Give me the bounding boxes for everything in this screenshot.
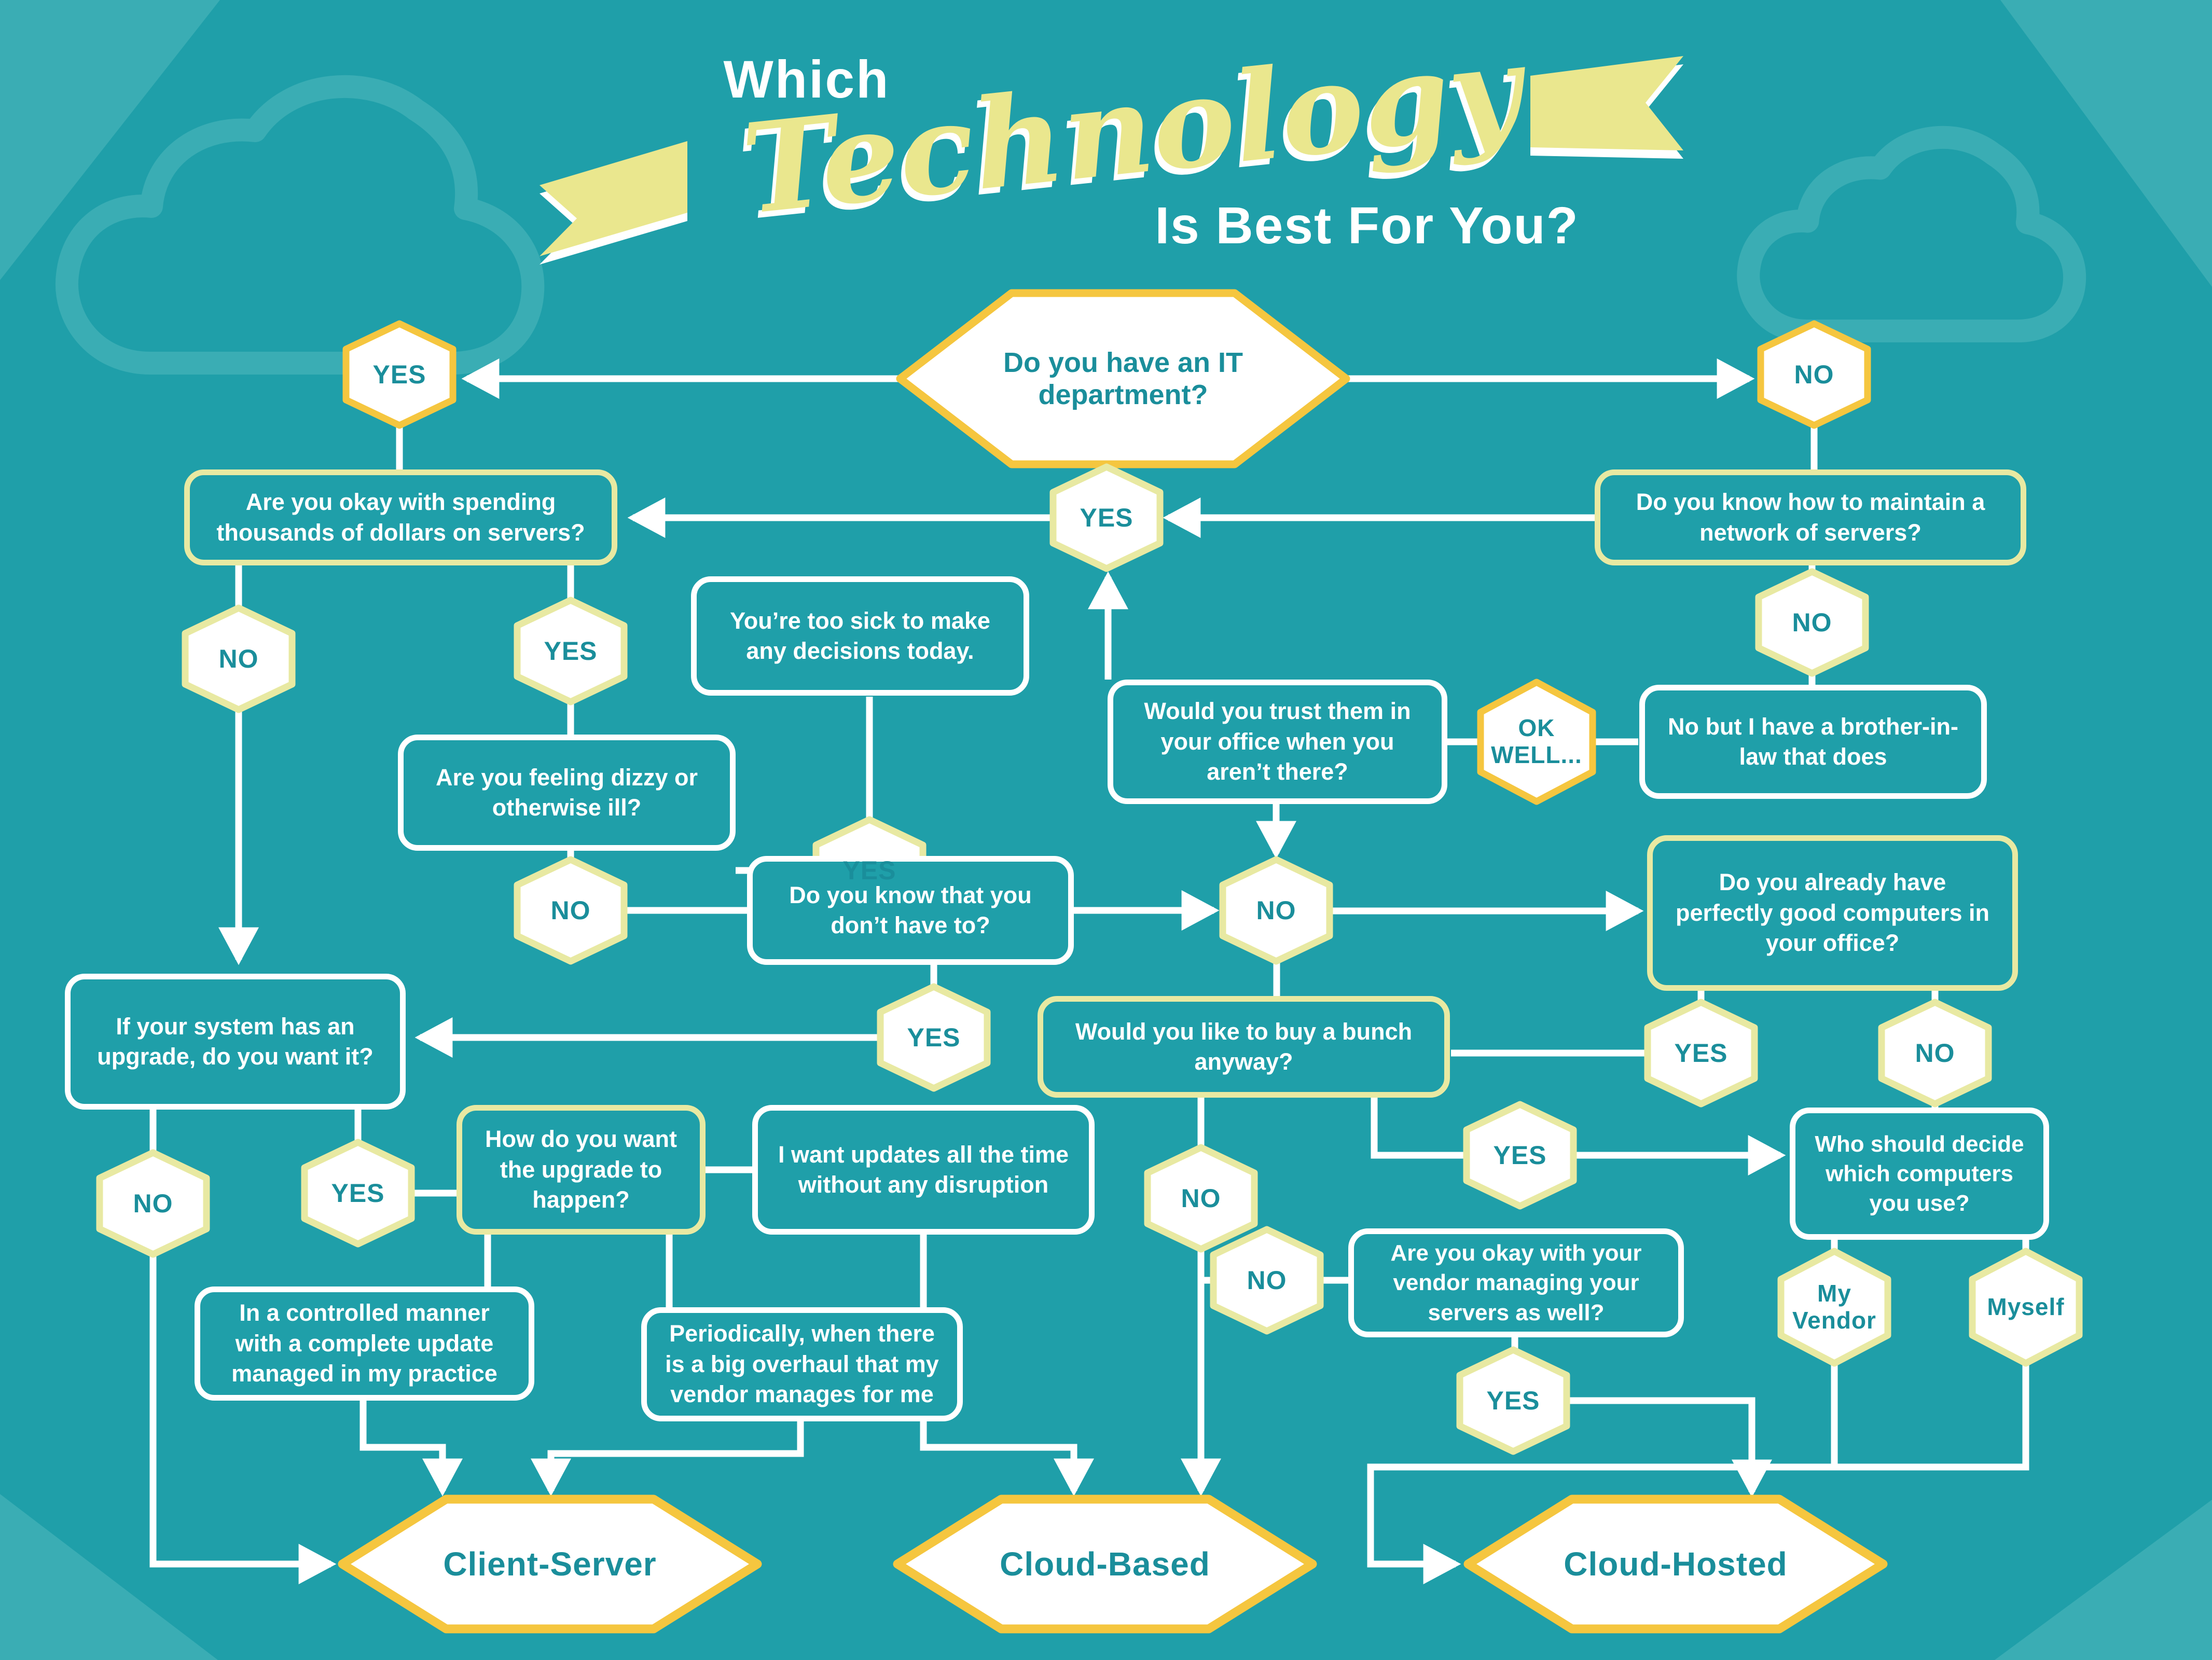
yes-maintain-hexagon	[1049, 463, 1164, 572]
yes-it-hexagon	[342, 320, 457, 429]
myself-hexagon	[1969, 1248, 2083, 1367]
no-it-hexagon	[1757, 320, 1871, 429]
statement-box-controlled: In a controlled manner with a complete u…	[195, 1286, 534, 1401]
title-which: Which	[723, 50, 890, 109]
my-vendor-hexagon	[1777, 1248, 1891, 1367]
statement-box-brother: No but I have a brother-in-law that does	[1639, 685, 1987, 799]
no-vendor-hexagon	[1210, 1226, 1324, 1335]
question-box-how-upgrade: How do you want the upgrade to happen?	[457, 1105, 706, 1235]
terminal-cloud-hosted-hexagon	[1463, 1495, 1888, 1634]
no-dizzy-hexagon	[514, 856, 628, 965]
yes-dont-have-to-hexagon	[877, 983, 991, 1092]
question-box-dizzy: Are you feeling dizzy or otherwise ill?	[398, 735, 736, 851]
terminal-client-server-hexagon	[338, 1495, 762, 1634]
statement-box-updates: I want updates all the time without any …	[752, 1105, 1095, 1235]
yes-upgrade-hexagon	[301, 1139, 415, 1248]
question-box-dont-have-to: Do you know that you don’t have to?	[747, 856, 1074, 965]
no-upgrade-hexagon	[96, 1149, 210, 1258]
ribbon-icon	[540, 56, 1683, 265]
terminal-cloud-based-hexagon	[893, 1495, 1317, 1634]
no-already-hexagon	[1878, 999, 1992, 1108]
start-hexagon	[896, 289, 1350, 468]
connector-lines	[149, 358, 2029, 1584]
question-box-vendor-manage: Are you okay with your vendor managing y…	[1348, 1228, 1684, 1337]
yes-buy-hexagon	[1463, 1101, 1577, 1210]
statement-box-too-sick: You’re too sick to make any decisions to…	[691, 576, 1029, 696]
ok-well-hexagon	[1477, 679, 1596, 805]
yes-already-hexagon	[1644, 999, 1758, 1108]
statement-box-periodically: Periodically, when there is a big overha…	[641, 1307, 963, 1421]
cloud-icon	[55, 75, 2086, 375]
no-maintain-hexagon	[1755, 568, 1869, 677]
yes-vendor-hexagon	[1456, 1346, 1570, 1455]
no-spending-hexagon	[182, 604, 296, 713]
title-tagline: Is Best For You?	[1155, 197, 1579, 255]
no-buy-hexagon	[1144, 1144, 1258, 1253]
question-box-trust: Would you trust them in your office when…	[1108, 680, 1447, 804]
question-box-spending: Are you okay with spending thousands of …	[184, 469, 617, 565]
question-box-buy-bunch: Would you like to buy a bunch anyway?	[1038, 996, 1450, 1098]
question-box-upgrade: If your system has an upgrade, do you wa…	[65, 974, 406, 1110]
question-box-maintain: Do you know how to maintain a network of…	[1595, 469, 2026, 565]
question-box-who-decides: Who should decide which computers you us…	[1790, 1108, 2049, 1240]
no-trust-hexagon	[1219, 856, 1333, 965]
yes-spending-hexagon	[514, 597, 628, 706]
question-box-already: Do you already have perfectly good compu…	[1647, 835, 2018, 991]
